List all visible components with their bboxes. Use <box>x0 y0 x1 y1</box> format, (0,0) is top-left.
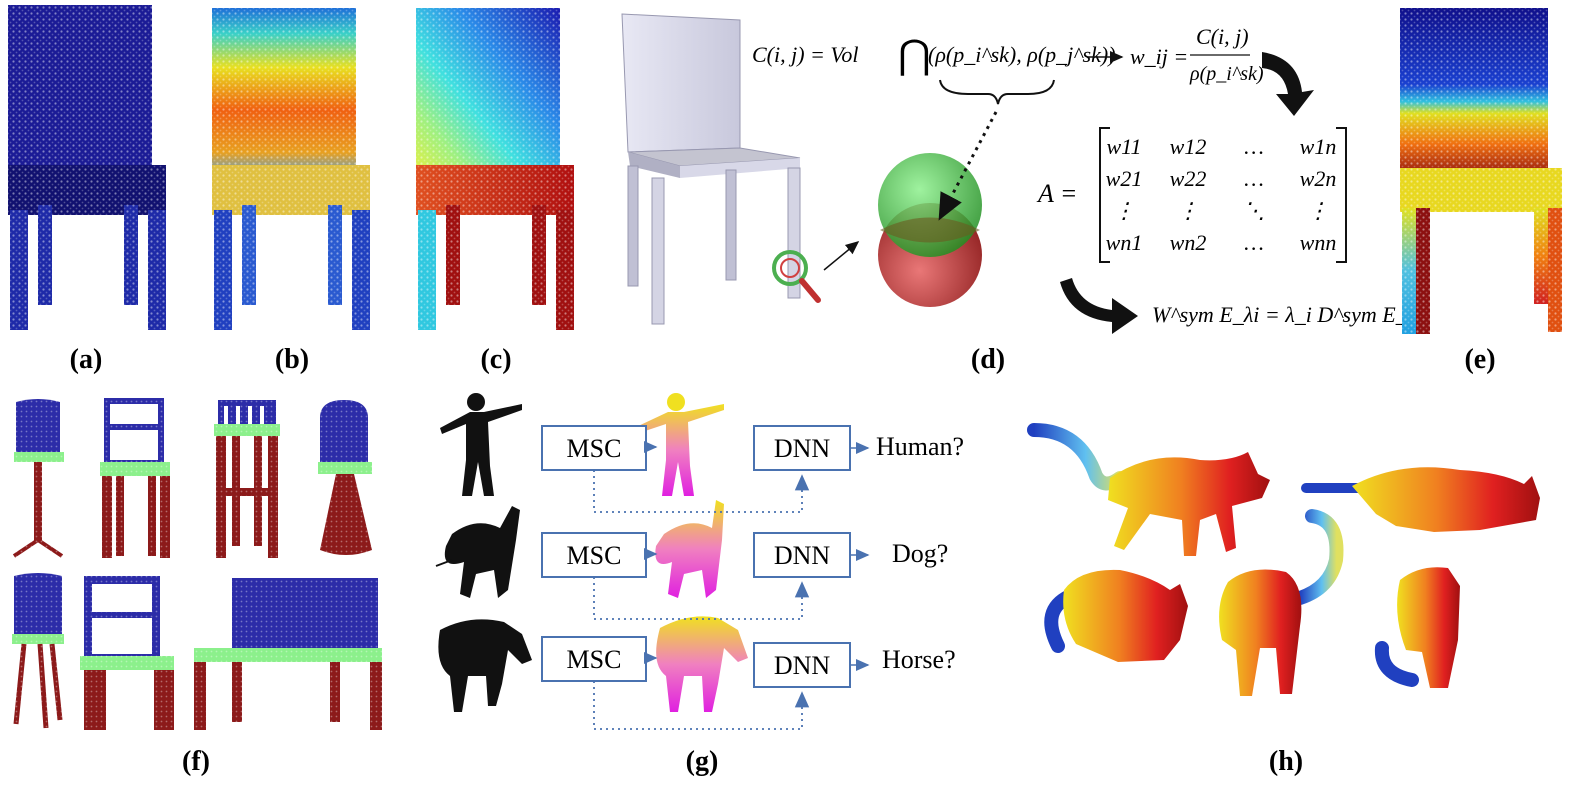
matrix-cell: w1n <box>1300 134 1337 159</box>
pipe-skip-link <box>593 681 810 730</box>
dnn-box <box>753 642 851 688</box>
msc-label: MSC <box>567 541 622 570</box>
matrix-cell: w11 <box>1106 134 1141 159</box>
matrix-cell: wn2 <box>1170 230 1207 255</box>
wij-lhs: w_ij = <box>1130 44 1188 69</box>
msc-box <box>541 425 647 471</box>
panel-label: (f) <box>182 746 210 777</box>
chair-d-mesh <box>621 13 801 325</box>
dog-silhouette <box>435 506 520 598</box>
horse-silhouette <box>438 619 532 712</box>
class-question: Dog? <box>892 539 948 568</box>
curved-arrow-icon-2 <box>1060 278 1138 334</box>
cij-formula: C(i, j) = Vol ⋂ (ρ(p_i^sk), ρ(p_j^sk)) <box>752 32 1116 77</box>
class-question: Horse? <box>882 645 956 674</box>
panel-label: (e) <box>1464 344 1495 375</box>
horse-colored <box>656 616 748 712</box>
intersection-symbol: ⋂ <box>898 32 931 77</box>
matrix-cell: … <box>1244 166 1264 191</box>
matrix-cell: w12 <box>1170 134 1207 159</box>
eigen-equation: W^sym E_λi = λ_i D^sym E_λi <box>1152 302 1422 327</box>
cij-rhs: (ρ(p_i^sk), ρ(p_j^sk)) <box>928 42 1116 67</box>
human-colored <box>634 393 724 496</box>
intersecting-spheres <box>878 153 982 307</box>
matrix-cell: wnn <box>1300 230 1337 255</box>
matrix-cell: w21 <box>1106 166 1143 191</box>
matrix-cell: ⋮ <box>1307 198 1329 223</box>
magnifier-icon <box>772 250 821 303</box>
pipe-skip-link <box>593 577 810 620</box>
matrix-cell: ⋱ <box>1243 198 1265 223</box>
panel-label: (g) <box>686 746 719 777</box>
pipeline-diagram: MSC MSC MSC DNN Human? DNN Dog? DNN Horse? <box>435 393 964 730</box>
matrix-lhs: A = <box>1036 179 1077 208</box>
matrix-cell: ⋮ <box>1113 198 1135 223</box>
panel-label: (b) <box>275 344 309 375</box>
dnn-label: DNN <box>774 541 831 570</box>
cij-lhs: C(i, j) = Vol <box>752 42 859 67</box>
dog-colored <box>655 500 724 598</box>
panel-label: (d) <box>971 344 1005 375</box>
zoom-arrow <box>823 241 860 271</box>
matrix-a: A = w11 w12 … w1n w21 w22 … w2n ⋮ ⋮ ⋱ ⋮ wn1 wn2 … wnn <box>1036 127 1347 263</box>
wij-denominator: ρ(p_i^sk) <box>1189 63 1264 85</box>
class-question: Human? <box>876 432 964 461</box>
matrix-cell: wn1 <box>1106 230 1143 255</box>
dnn-box <box>753 532 851 578</box>
msc-label: MSC <box>567 434 622 463</box>
wij-formula: w_ij = C(i, j) ρ(p_i^sk) <box>1130 24 1264 85</box>
formula-brace <box>939 79 1055 105</box>
chair-b <box>212 8 370 330</box>
matrix-cell: … <box>1244 134 1264 159</box>
wij-numerator: C(i, j) <box>1196 24 1249 49</box>
panel-labels: (a) (b) (c) (d) (e) (f) (g) (h) <box>70 344 1496 777</box>
msc-label: MSC <box>567 645 622 674</box>
dnn-label: DNN <box>774 651 831 680</box>
chair-a <box>8 5 166 330</box>
matrix-cell: … <box>1244 230 1264 255</box>
cat-segmentation <box>1027 423 1540 696</box>
human-silhouette <box>440 393 522 496</box>
panel-label: (a) <box>70 344 103 375</box>
panel-label: (h) <box>1269 746 1303 777</box>
curved-arrow-icon <box>1262 52 1314 116</box>
segmented-chairs <box>10 396 386 732</box>
panel-label: (c) <box>480 344 511 375</box>
chair-c <box>416 8 574 330</box>
pipe-skip-link <box>593 470 810 513</box>
matrix-cell: w2n <box>1300 166 1337 191</box>
matrix-cell: w22 <box>1170 166 1207 191</box>
chair-e <box>1400 8 1562 334</box>
matrix-cells: w11 w12 … w1n w21 w22 … w2n ⋮ ⋮ ⋱ ⋮ wn1 wn2 … wnn <box>1106 134 1337 255</box>
dnn-label: DNN <box>774 434 831 463</box>
matrix-cell: ⋮ <box>1177 198 1199 223</box>
